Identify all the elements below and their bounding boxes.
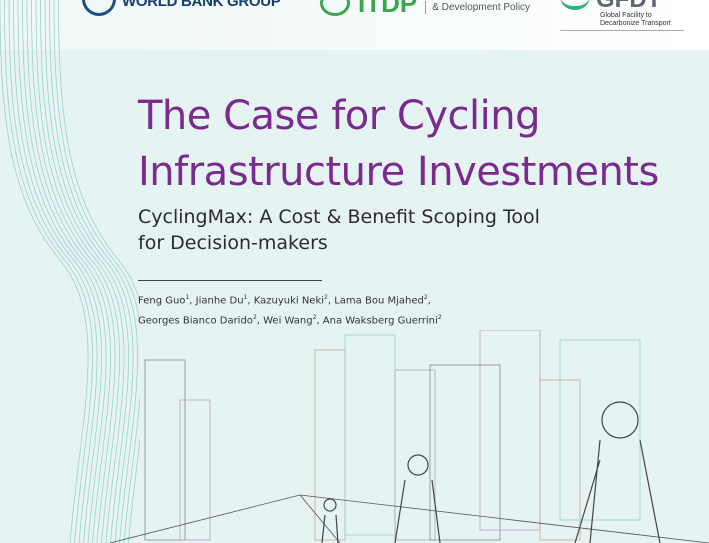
author-name: Kazuyuki Neki <box>253 295 325 307</box>
itdp-logo: ITDP & Development Policy <box>320 0 530 16</box>
affiliation-marker: 2 <box>423 294 428 301</box>
author-list: Feng Guo1, Jianhe Du1, Kazuyuki Neki2, L… <box>138 294 442 327</box>
affiliation-marker: 2 <box>324 294 328 301</box>
author-name: Feng Guo <box>138 295 186 307</box>
affiliation-marker: 2 <box>312 314 317 322</box>
building-outline <box>479 330 541 531</box>
author-name: Ana Waksberg Guerrini <box>322 315 438 327</box>
logo-header <box>0 0 709 50</box>
road-lines <box>109 494 709 543</box>
affiliation-marker: 2 <box>252 314 257 322</box>
city-cycling-illustration <box>109 330 709 543</box>
author-name: Georges Bianco Darido <box>138 315 253 327</box>
decorative-wave-lines <box>0 0 140 543</box>
cyclists <box>321 401 661 543</box>
world-bank-logo: WORLD BANK GROUP <box>82 0 281 16</box>
author-name: Jianhe Du <box>195 295 244 307</box>
affiliation-marker: 1 <box>243 294 248 301</box>
divider <box>138 280 322 281</box>
gfdt-mark-icon <box>560 0 590 10</box>
author-name: Wei Wang <box>263 315 313 327</box>
affiliation-marker: 1 <box>185 294 190 301</box>
building-outline <box>394 369 436 541</box>
affiliation-marker: 2 <box>437 314 442 322</box>
itdp-subtitle: & Development Policy <box>425 1 530 14</box>
globe-icon <box>82 0 116 16</box>
author-name: Lama Bou Mjahed <box>334 295 424 307</box>
document-title: The Case for Cycling Infrastructure Inve… <box>138 93 659 195</box>
building-outline <box>559 339 641 521</box>
building-outline <box>144 359 186 541</box>
gfdt-logo: GFDT Global Facility to Decarbonize Tran… <box>560 0 684 31</box>
building-outline <box>179 399 211 541</box>
document-subtitle: CyclingMax: A Cost & Benefit Scoping Too… <box>138 206 540 254</box>
building-outline <box>429 364 501 541</box>
itdp-mark-icon <box>320 0 350 16</box>
